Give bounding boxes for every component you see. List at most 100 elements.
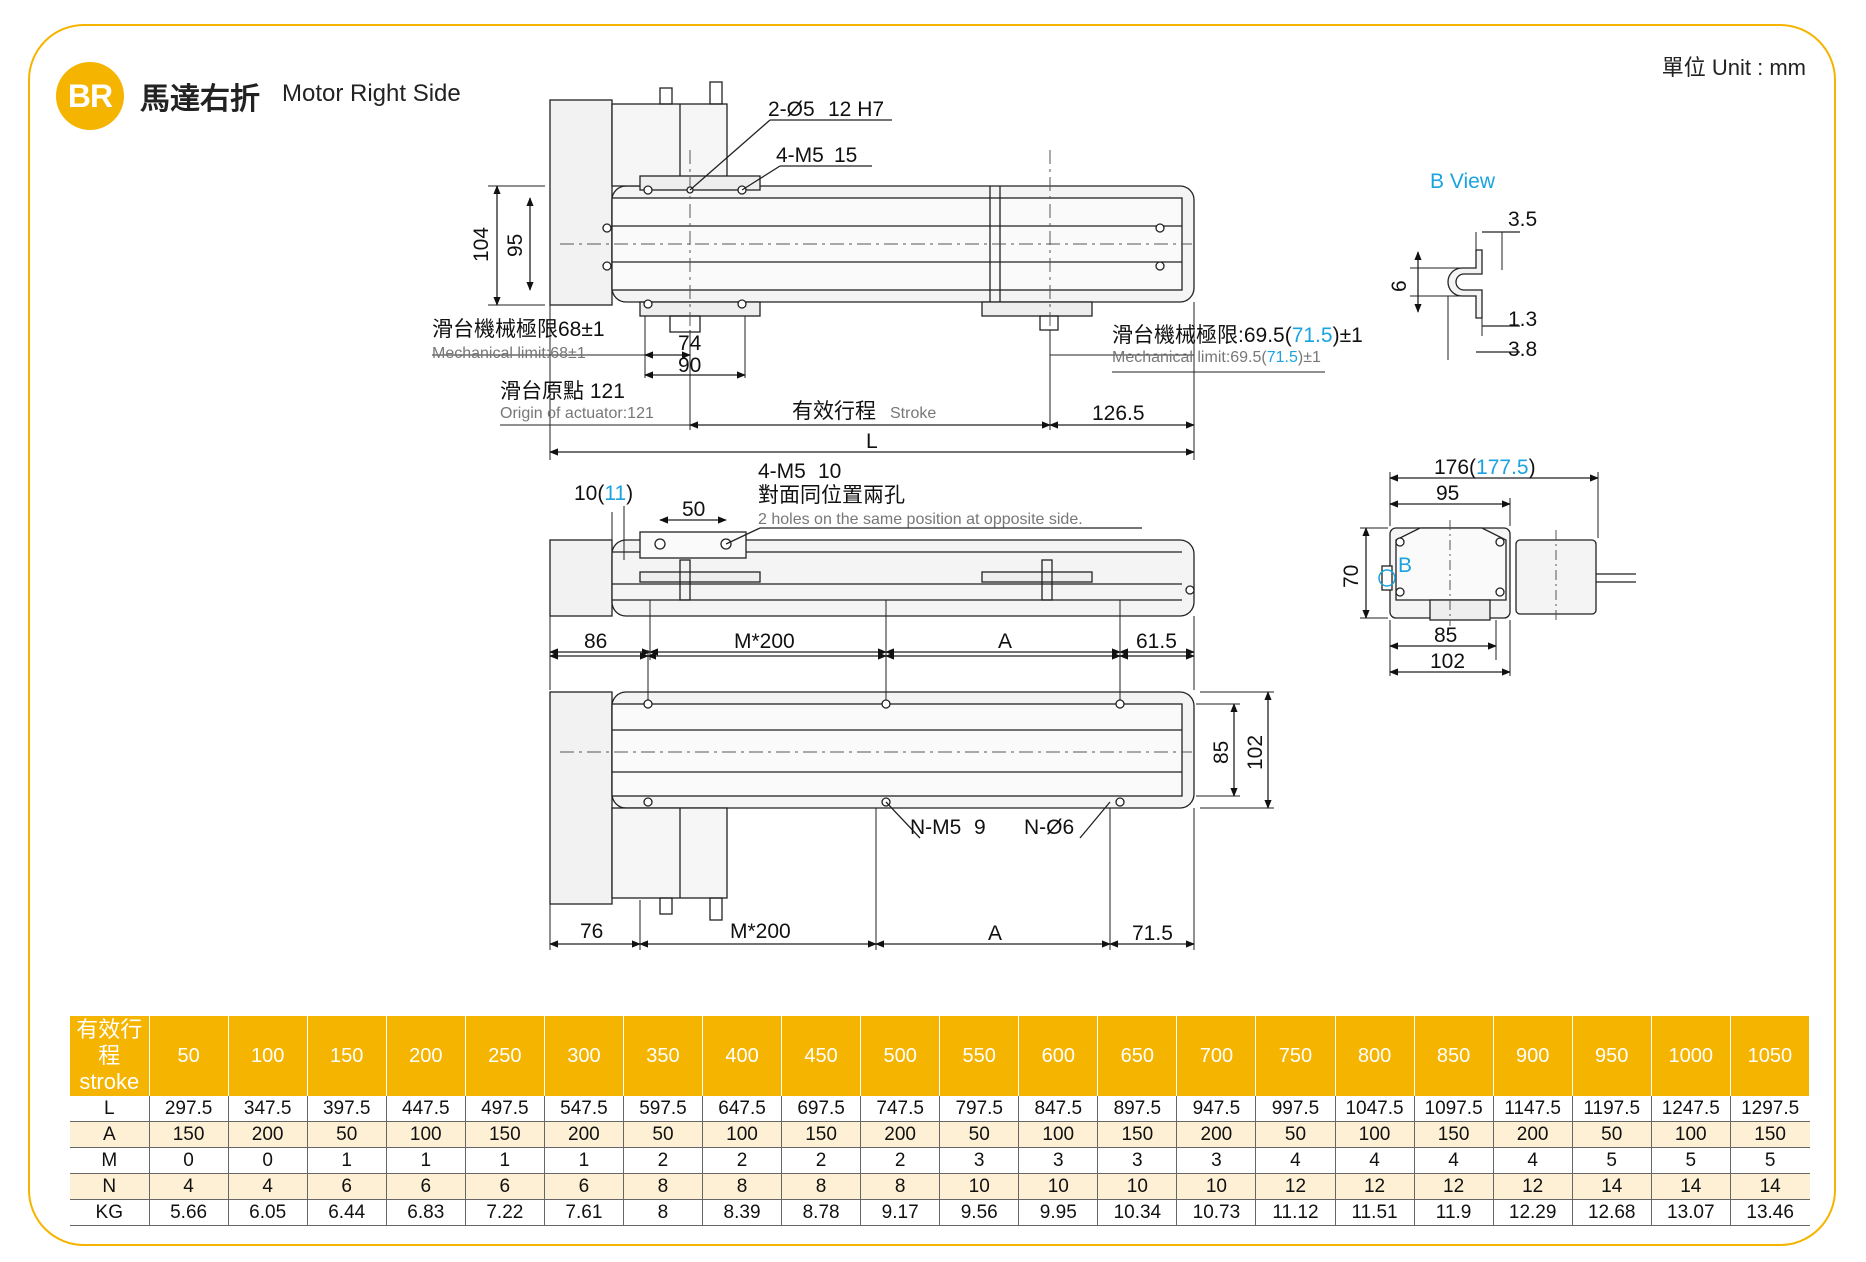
table-cell: 150 bbox=[465, 1121, 545, 1148]
table-cell: 50 bbox=[1572, 1121, 1652, 1148]
svg-text:N-M5: N-M5 bbox=[910, 816, 961, 839]
svg-text:86: 86 bbox=[584, 630, 607, 653]
table-cell: 14 bbox=[1572, 1173, 1652, 1200]
svg-text:4-M5: 4-M5 bbox=[758, 460, 806, 483]
table-cell: 297.5 bbox=[149, 1096, 229, 1122]
table-cell: 397.5 bbox=[307, 1096, 387, 1122]
end-view bbox=[1360, 472, 1636, 676]
table-header-cell: 500 bbox=[860, 1016, 941, 1096]
svg-text:A: A bbox=[998, 630, 1012, 653]
svg-text:B: B bbox=[1398, 554, 1412, 577]
table-cell: 11.9 bbox=[1414, 1199, 1494, 1226]
unit-label: 單位 Unit : mm bbox=[1661, 55, 1806, 80]
table-cell: 797.5 bbox=[939, 1096, 1020, 1122]
table-cell: 150 bbox=[781, 1121, 862, 1148]
table-cell: 200 bbox=[228, 1121, 308, 1148]
table-cell: 8.78 bbox=[781, 1199, 862, 1226]
bottom-view-labels: 86 M*200 A 61.5 85 102 N-M5 9 N-Ø6 76 M*… bbox=[580, 630, 1267, 945]
table-cell: 3 bbox=[1018, 1147, 1099, 1174]
table-header-cell: 350 bbox=[623, 1016, 704, 1096]
svg-text:Mechanical limit:68±1: Mechanical limit:68±1 bbox=[432, 345, 586, 362]
table-cell: 5.66 bbox=[149, 1199, 229, 1226]
svg-text:76: 76 bbox=[580, 920, 603, 943]
table-cell: 2 bbox=[860, 1147, 941, 1174]
table-header-cell: 600 bbox=[1018, 1016, 1099, 1096]
table-header-cell: 900 bbox=[1493, 1016, 1573, 1096]
table-cell: 150 bbox=[1097, 1121, 1178, 1148]
svg-text:對面同位置兩孔: 對面同位置兩孔 bbox=[758, 484, 905, 507]
table-cell: 897.5 bbox=[1097, 1096, 1178, 1122]
table-cell: 6 bbox=[386, 1173, 466, 1200]
table-cell: 697.5 bbox=[781, 1096, 862, 1122]
b-view bbox=[1410, 231, 1520, 360]
svg-text:滑台機械極限68±1: 滑台機械極限68±1 bbox=[432, 318, 605, 341]
table-cell: 10 bbox=[1018, 1173, 1099, 1200]
table-cell: 10 bbox=[1176, 1173, 1257, 1200]
table-header-stroke: 有效行程 stroke bbox=[70, 1016, 150, 1096]
svg-text:Stroke: Stroke bbox=[890, 405, 936, 422]
table-cell: 5 bbox=[1572, 1147, 1652, 1174]
svg-text:L: L bbox=[866, 430, 878, 453]
table-cell: 11.12 bbox=[1255, 1199, 1336, 1226]
table-header-cell: 850 bbox=[1414, 1016, 1494, 1096]
table-cell: 8 bbox=[623, 1173, 704, 1200]
table-cell: 11.51 bbox=[1335, 1199, 1415, 1226]
table-cell: 200 bbox=[1176, 1121, 1257, 1148]
svg-text:104: 104 bbox=[470, 227, 493, 262]
table-cell: 1297.5 bbox=[1730, 1096, 1810, 1122]
table-cell: 4 bbox=[1414, 1147, 1494, 1174]
table-row-label: L bbox=[70, 1096, 150, 1122]
table-cell: 5 bbox=[1651, 1147, 1731, 1174]
table-cell: 1097.5 bbox=[1414, 1096, 1494, 1122]
table-cell: 200 bbox=[544, 1121, 624, 1148]
table-cell: 947.5 bbox=[1176, 1096, 1257, 1122]
table-header-cell: 150 bbox=[307, 1016, 387, 1096]
table-cell: 100 bbox=[386, 1121, 466, 1148]
top-view-labels: 2-Ø5 12 H7 4-M5 15 104 95 滑台機械極限68±1 Mec… bbox=[432, 98, 1363, 453]
table-cell: 14 bbox=[1651, 1173, 1731, 1200]
svg-text:15: 15 bbox=[834, 144, 857, 167]
svg-text:B View: B View bbox=[1430, 170, 1496, 193]
svg-text:71.5: 71.5 bbox=[1132, 922, 1173, 945]
table-header-zh: 有效行程 bbox=[76, 1017, 143, 1068]
table-cell: 0 bbox=[228, 1147, 308, 1174]
table-cell: 1 bbox=[544, 1147, 624, 1174]
table-cell: 3 bbox=[1097, 1147, 1178, 1174]
svg-text:10(11): 10(11) bbox=[574, 482, 633, 505]
table-cell: 6 bbox=[465, 1173, 545, 1200]
svg-text:102: 102 bbox=[1430, 650, 1465, 673]
side-view bbox=[549, 506, 1195, 660]
table-header-en: stroke bbox=[79, 1069, 140, 1094]
table-cell: 150 bbox=[149, 1121, 229, 1148]
b-view-labels: B View 3.5 6 1.3 3.8 bbox=[1388, 170, 1537, 361]
table-cell: 12.68 bbox=[1572, 1199, 1652, 1226]
table-cell: 200 bbox=[860, 1121, 941, 1148]
table-cell: 150 bbox=[1414, 1121, 1494, 1148]
table-header-cell: 400 bbox=[702, 1016, 783, 1096]
table-header-cell: 800 bbox=[1335, 1016, 1415, 1096]
table-cell: 4 bbox=[228, 1173, 308, 1200]
table-cell: 8 bbox=[623, 1199, 704, 1226]
table-header-cell: 50 bbox=[149, 1016, 229, 1096]
table-cell: 150 bbox=[1730, 1121, 1810, 1148]
svg-text:90: 90 bbox=[678, 354, 701, 377]
table-cell: 50 bbox=[939, 1121, 1020, 1148]
table-cell: 547.5 bbox=[544, 1096, 624, 1122]
table-cell: 6.83 bbox=[386, 1199, 466, 1226]
svg-text:N-Ø6: N-Ø6 bbox=[1024, 816, 1074, 839]
svg-text:有效行程: 有效行程 bbox=[792, 400, 876, 423]
table-cell: 12 bbox=[1493, 1173, 1573, 1200]
svg-text:2 holes on the same position a: 2 holes on the same position at opposite… bbox=[758, 511, 1083, 528]
table-cell: 497.5 bbox=[465, 1096, 545, 1122]
table-row-label: A bbox=[70, 1121, 150, 1148]
table-cell: 6 bbox=[307, 1173, 387, 1200]
svg-text:95: 95 bbox=[1436, 482, 1459, 505]
top-view bbox=[432, 81, 1325, 460]
table-cell: 100 bbox=[702, 1121, 783, 1148]
table-header-cell: 200 bbox=[386, 1016, 466, 1096]
table-cell: 9.95 bbox=[1018, 1199, 1099, 1226]
